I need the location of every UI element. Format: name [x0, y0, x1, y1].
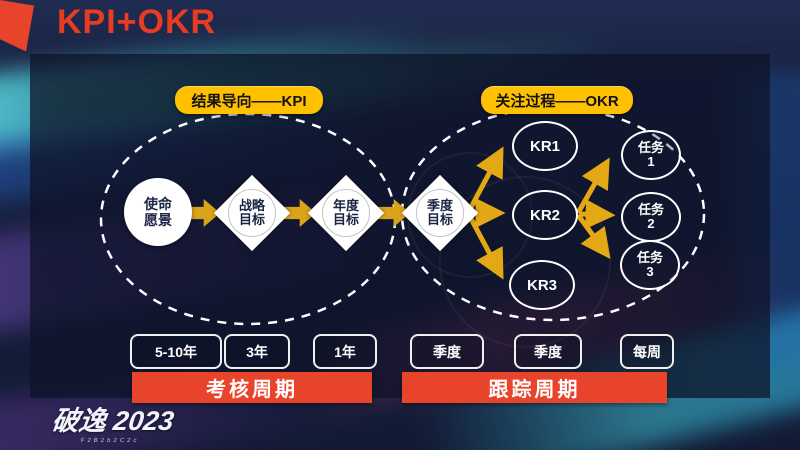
kr1-node: KR1 [512, 121, 578, 171]
quarterly-line2: 目标 [426, 212, 453, 227]
kr3-label: KR3 [526, 276, 557, 294]
kr2-node: KR2 [512, 190, 578, 240]
mission-line2: 愿景 [144, 212, 172, 228]
task3-node: 任务 3 [620, 240, 680, 290]
corner-flag-shape [0, 0, 34, 52]
slide-title: KPI+OKR [57, 3, 217, 41]
brand-logo: 破逸 2023 F2B2b2C2c [49, 399, 177, 444]
tracking-cycle-bar: 跟踪周期 [402, 372, 667, 403]
kr1-label: KR1 [529, 137, 560, 155]
task1-line2: 1 [647, 154, 655, 169]
annual-goal-node: 年度 目标 [307, 174, 385, 252]
task3-line2: 3 [646, 264, 654, 279]
mission-line1: 使命 [144, 195, 172, 212]
assessment-cycle-bar: 考核周期 [132, 372, 372, 403]
kr3-node: KR3 [509, 260, 575, 310]
strategic-line1: 战略 [238, 197, 265, 213]
quarterly-line1: 季度 [426, 197, 453, 213]
task3-line1: 任务 [636, 250, 663, 266]
brand-logo-subtext: F2B2b2C2c [80, 438, 140, 444]
period-box: 每周 [620, 334, 674, 369]
task1-line1: 任务 [637, 140, 664, 156]
kr2-label: KR2 [529, 206, 560, 224]
period-box: 3年 [224, 334, 290, 369]
task2-node: 任务 2 [621, 192, 681, 242]
period-box: 季度 [410, 334, 484, 369]
period-box: 5-10年 [130, 334, 222, 369]
mission-vision-node: 使命 愿景 [124, 178, 192, 246]
period-box: 1年 [313, 334, 377, 369]
brand-logo-text: 破逸 2023 [49, 406, 176, 436]
annual-line2: 目标 [332, 212, 359, 227]
strategic-goal-node: 战略 目标 [213, 174, 291, 252]
period-box: 季度 [514, 334, 582, 369]
quarterly-goal-node: 季度 目标 [401, 174, 479, 252]
task2-line1: 任务 [637, 202, 664, 218]
strategic-line2: 目标 [238, 212, 265, 227]
okr-label-badge: 关注过程——OKR [481, 86, 633, 114]
annual-line1: 年度 [332, 197, 359, 213]
kpi-label-badge: 结果导向——KPI [175, 86, 323, 114]
task1-node: 任务 1 [621, 130, 681, 180]
task2-line2: 2 [647, 216, 655, 231]
